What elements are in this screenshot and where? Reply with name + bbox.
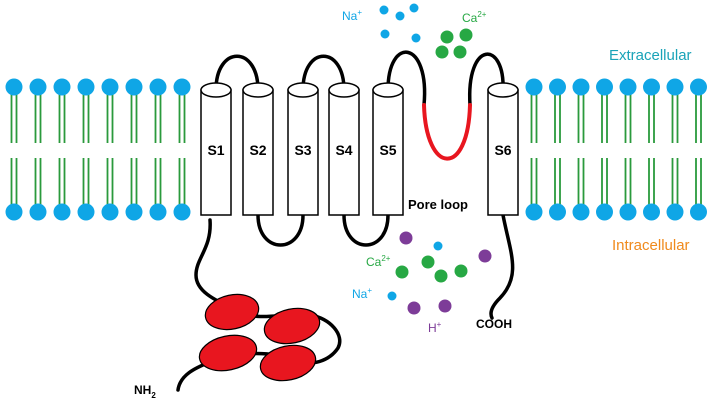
segment-s4: S4 [328,82,360,216]
proton-ion [438,299,452,313]
segment-label: S1 [207,142,224,158]
extracellular-sodium-ions [379,3,421,43]
lipid-molecule [101,78,119,221]
sodium-ion [380,29,390,39]
segment-label: S4 [335,142,352,158]
transmembrane-segments: S1 S2 S3 S4 S5 S6 [200,82,519,216]
n-terminus-label: NH2 [134,383,156,400]
segment-label: S5 [379,142,396,158]
extracellular-label: Extracellular [609,47,692,64]
calcium-ion [395,265,409,279]
proton-label: H+ [428,320,442,335]
segment-s5: S5 [372,82,404,216]
segment-cylinder-top [328,82,360,98]
proton-ion [399,231,413,245]
lipid-molecule [666,78,684,221]
segment-cylinder-top [200,82,232,98]
lipid-molecule [549,78,566,221]
segment-cylinder-body [487,89,519,216]
calcium-ion [459,28,473,42]
calcium-ion [440,30,454,44]
lipid-molecule [173,78,191,221]
loop-s4-s5 [342,213,390,247]
sodium-ion [395,11,405,21]
lipid-molecule [5,78,23,221]
domain-ellipse [204,293,260,331]
calcium-ion [434,269,448,283]
segment-label: S2 [249,142,266,158]
lipid-molecule [29,78,47,221]
membrane-bilayer-left [5,78,191,221]
sodium-ion [411,33,421,43]
segment-cylinder-top [287,82,319,98]
extracellular-sodium-label: Na+ [342,8,362,23]
intracellular-ions [387,231,492,315]
segment-cylinder-top [487,82,519,98]
segment-cylinder-body [200,89,232,216]
loop-s3-s4 [301,54,346,92]
lipid-molecule [149,78,167,221]
c-terminus-label: COOH [476,317,512,331]
sodium-ion [387,291,397,301]
lipid-molecule [125,78,143,221]
extracellular-calcium-ions [435,28,473,59]
membrane-bilayer-right [525,78,707,221]
lipid-molecule [77,78,95,221]
lipid-molecule [619,78,637,221]
segment-cylinder-top [242,82,274,98]
c-terminal-chain [489,213,515,320]
sodium-ion [379,5,389,15]
calcium-ion [453,45,467,59]
segment-label: S6 [494,142,511,158]
loop-s1-s2 [214,54,260,92]
intracellular-calcium-label: Ca2+ [366,254,391,269]
lipid-molecule [596,78,613,221]
intracellular-label: Intracellular [612,237,690,254]
lipid-molecule [643,78,660,221]
segment-cylinder-body [287,89,319,216]
segment-s1: S1 [200,82,232,216]
loop-pore-s6-out [468,52,505,107]
pore-loop-label: Pore loop [408,197,468,212]
sodium-ion [409,3,419,13]
loop-s5-pore-in [386,50,427,107]
domain-ellipse [263,307,321,345]
intracellular-domains [198,293,321,382]
segment-cylinder-top [372,82,404,98]
segment-label: S3 [294,142,311,158]
proton-ion [478,249,492,263]
lipid-molecule [690,78,707,221]
domain-ellipse [198,334,258,372]
loop-s2-s3 [256,213,305,247]
calcium-ion [435,45,449,59]
proton-ion [407,301,421,315]
pore-loop-segment [422,103,472,161]
segment-s2: S2 [242,82,274,216]
segment-cylinder-body [242,89,274,216]
segment-s3: S3 [287,82,319,216]
lipid-molecule [525,78,543,221]
extracellular-calcium-label: Ca2+ [462,10,487,25]
lipid-molecule [53,78,71,221]
segment-s6: S6 [487,82,519,216]
domain-ellipse [259,344,317,382]
calcium-ion [454,264,468,278]
intracellular-sodium-label: Na+ [352,286,372,301]
calcium-ion [421,255,435,269]
sodium-ion [433,241,443,251]
lipid-molecule [572,78,590,221]
